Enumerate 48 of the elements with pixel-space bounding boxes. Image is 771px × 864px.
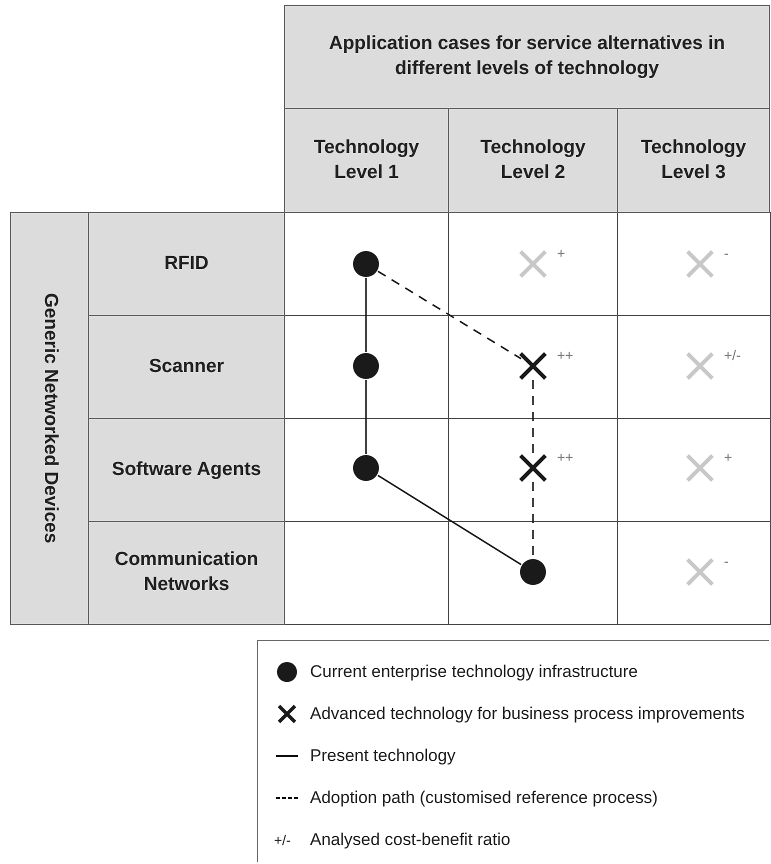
header-text: Application cases for service alternatives in different levels of technology	[328, 32, 726, 81]
row-header	[88, 418, 285, 522]
legend-text: Current enterprise technology infrastructure	[310, 662, 638, 682]
cross-marker	[519, 352, 547, 380]
dot-marker	[352, 250, 380, 278]
connector-line	[365, 380, 367, 454]
column-header	[284, 108, 449, 213]
cost-benefit-sign: +	[724, 450, 732, 464]
legend-text: Analysed cost-benefit ratio	[310, 830, 510, 850]
row-group-header	[10, 212, 89, 625]
row-header	[88, 521, 285, 625]
header-text: Technology Level 1	[312, 136, 420, 184]
cross-marker	[686, 352, 714, 380]
cost-benefit-sign: +	[557, 246, 566, 260]
row-header	[88, 315, 285, 419]
cost-benefit-sign: -	[724, 554, 729, 568]
connector-line	[365, 278, 367, 352]
cost-benefit-sign: ++	[557, 450, 574, 464]
cost-benefit-sign: ++	[557, 348, 574, 362]
header-text: Communication Networks	[114, 548, 260, 597]
cross-marker	[686, 454, 714, 482]
dot-marker	[352, 352, 380, 380]
dashed-connector-line	[532, 380, 534, 454]
legend-text: Adoption path (customised reference process)	[310, 788, 658, 808]
header-text: Software Agents	[112, 458, 262, 482]
cost-benefit-sign: +/-	[724, 348, 741, 362]
dashed-connector-line	[532, 482, 534, 558]
cross-marker	[686, 558, 714, 586]
legend-sample-text: +/-	[274, 832, 291, 848]
header-text: RFID	[164, 252, 209, 276]
header-text: Scanner	[149, 354, 224, 379]
dot-marker	[352, 454, 380, 482]
cost-benefit-sign: -	[724, 246, 729, 260]
header-text: Generic Networked Devices	[38, 293, 62, 544]
legend-text: Advanced technology for business process improvements	[310, 704, 745, 724]
connector-line	[377, 474, 522, 566]
dot-marker	[519, 558, 547, 586]
cross-marker	[519, 250, 547, 278]
header-text: Technology Level 3	[640, 136, 747, 184]
cross-marker	[519, 454, 547, 482]
header-text: Technology Level 2	[479, 136, 587, 184]
dashed-connector-line	[378, 270, 522, 360]
cross-marker	[686, 250, 714, 278]
legend-text: Present technology	[310, 746, 456, 766]
column-header	[617, 108, 770, 213]
table-header	[284, 5, 770, 109]
column-header	[448, 108, 618, 213]
row-header	[88, 212, 285, 316]
